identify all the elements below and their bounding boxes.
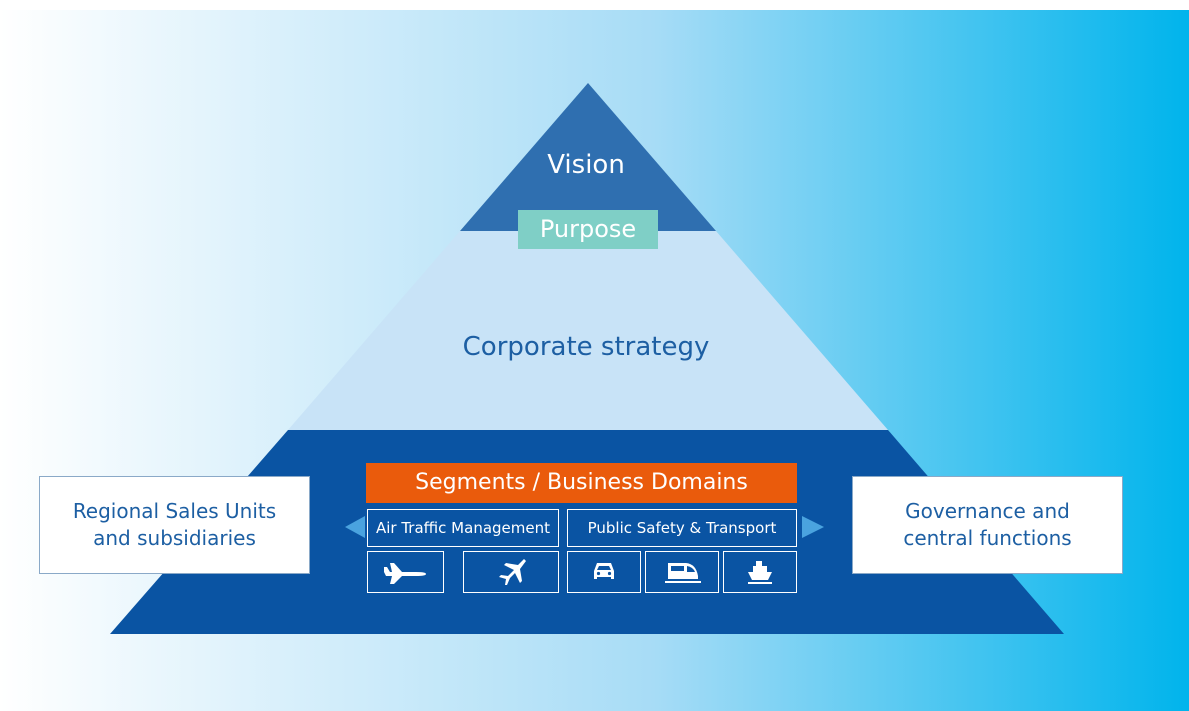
- arrow-right-icon: [802, 516, 824, 538]
- pyramid-strategy-section: [288, 231, 888, 430]
- domain-public-safety-transport: Public Safety & Transport: [567, 509, 797, 547]
- segments-header: Segments / Business Domains: [366, 463, 797, 503]
- corporate-strategy-label: Corporate strategy: [462, 332, 710, 362]
- regional-sales-label: Regional Sales Units and subsidiaries: [72, 499, 277, 550]
- governance-box: Governance and central functions: [852, 476, 1123, 574]
- purpose-label: Purpose: [518, 210, 658, 249]
- domain-air-traffic-management: Air Traffic Management: [367, 509, 559, 547]
- fighter-jet-tile: [463, 551, 559, 593]
- top-white-band: [0, 0, 1189, 10]
- fighter-jet-icon: [499, 559, 526, 585]
- train-icon: [665, 563, 701, 583]
- car-icon: [594, 563, 614, 579]
- ship-icon: [748, 561, 772, 584]
- pyramid-vision-section: [460, 83, 716, 231]
- car-tile: [567, 551, 641, 593]
- regional-sales-box: Regional Sales Units and subsidiaries: [39, 476, 310, 574]
- ship-tile: [723, 551, 797, 593]
- airplane-icon: [383, 563, 426, 584]
- vision-label: Vision: [547, 150, 625, 180]
- arrow-left-icon: [345, 516, 365, 538]
- airplane-tile: [367, 551, 444, 593]
- governance-label: Governance and central functions: [903, 499, 1072, 550]
- train-tile: [645, 551, 719, 593]
- pyramid-base-section: [110, 430, 1064, 634]
